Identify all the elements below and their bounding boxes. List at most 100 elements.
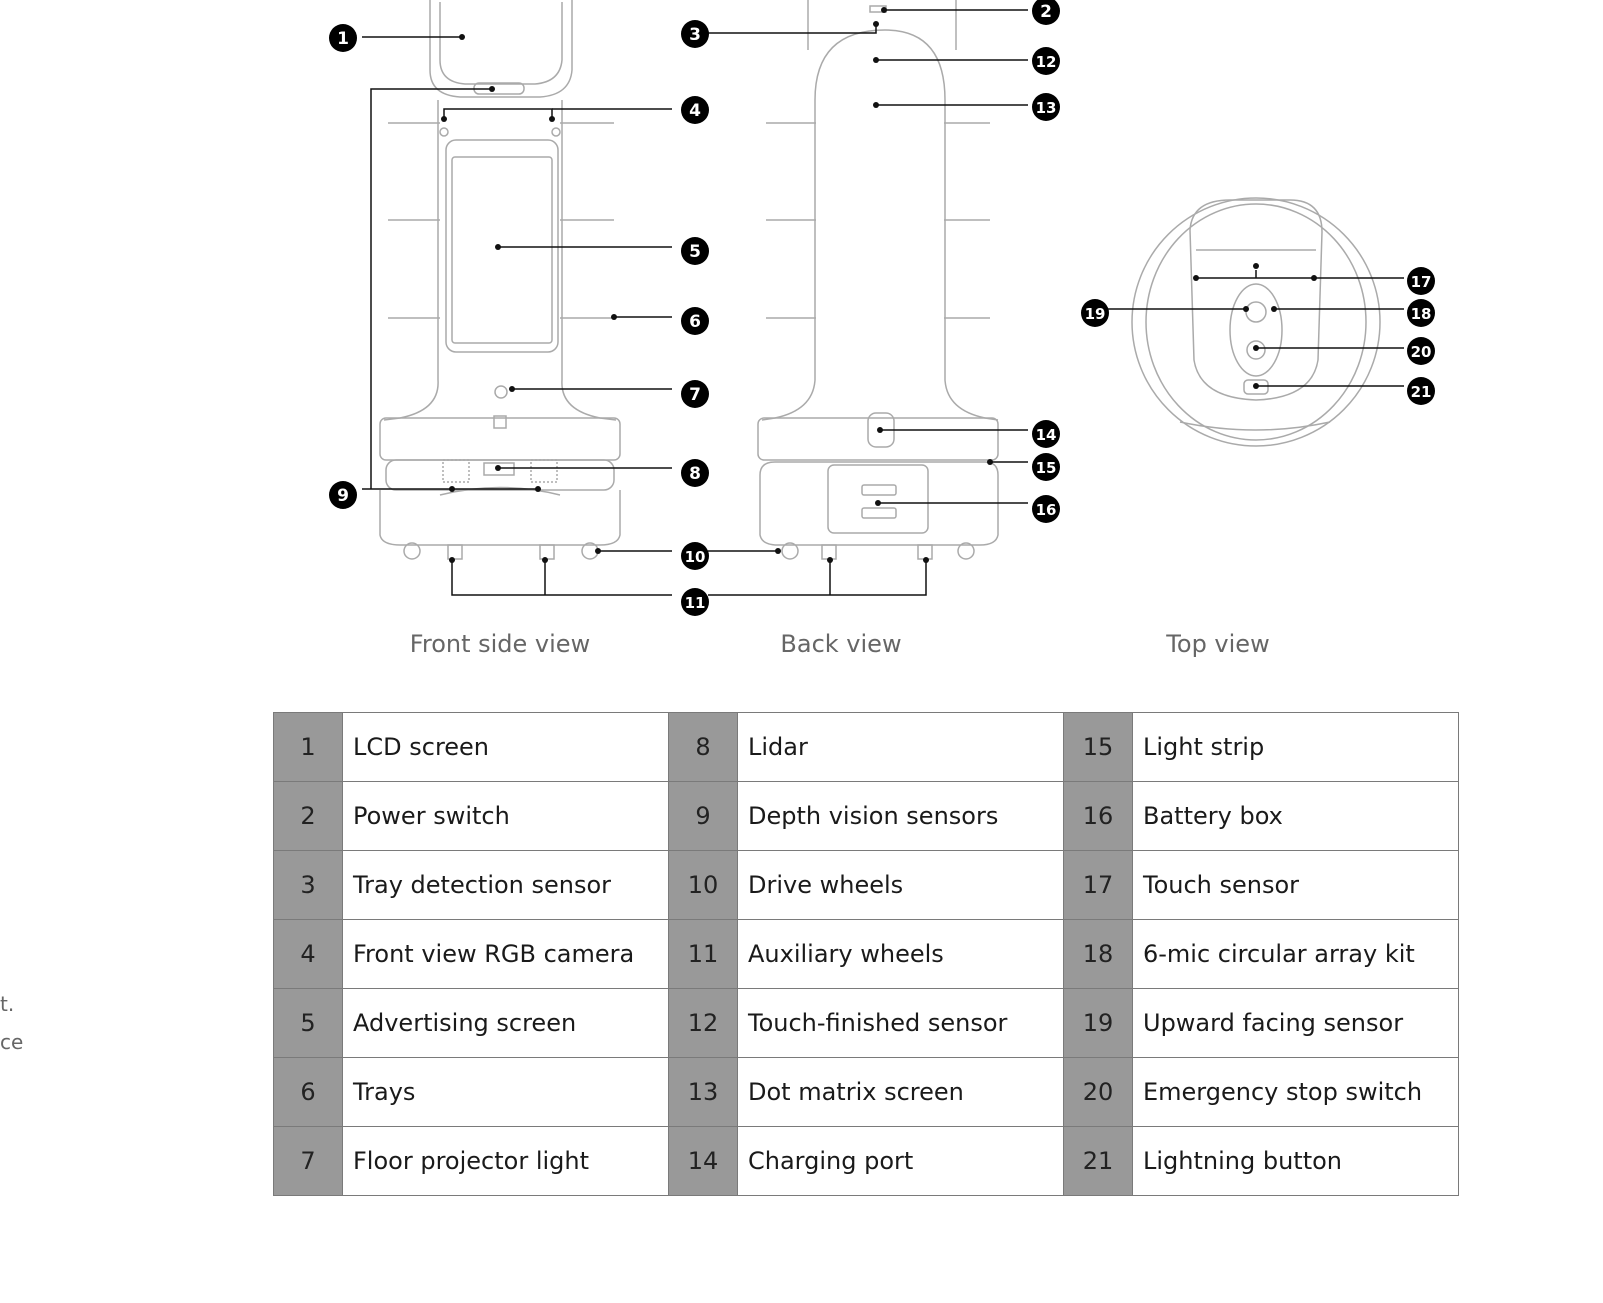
callout-number: 21	[1411, 383, 1432, 401]
callout-badge: 21	[1407, 377, 1435, 405]
callout-number: 1	[337, 29, 349, 49]
legend-number: 14	[668, 1126, 738, 1196]
legend-label: Light strip	[1132, 712, 1459, 782]
callout-number: 14	[1036, 426, 1057, 444]
front-view-label: Front side view	[409, 630, 591, 658]
callout-badge: 7	[681, 380, 709, 408]
legend-label: Battery box	[1132, 781, 1459, 851]
callout-badge: 8	[681, 459, 709, 487]
legend-number: 17	[1063, 850, 1133, 920]
callout-number: 8	[689, 464, 701, 484]
back-view-label: Back view	[780, 630, 902, 658]
callout-number: 2	[1040, 2, 1052, 22]
callout-number: 3	[689, 25, 701, 45]
legend-label: Emergency stop switch	[1132, 1057, 1459, 1127]
legend-number: 4	[273, 919, 343, 989]
callout-badge: 4	[681, 96, 709, 124]
legend-number: 20	[1063, 1057, 1133, 1127]
callout-badge: 19	[1081, 299, 1109, 327]
legend-number: 19	[1063, 988, 1133, 1058]
callout-badge: 5	[681, 237, 709, 265]
callout-badge: 18	[1407, 299, 1435, 327]
callout-number: 7	[689, 385, 701, 405]
callout-number: 20	[1411, 343, 1432, 361]
front-robot-illustration	[379, 0, 621, 560]
legend-label: LCD screen	[342, 712, 669, 782]
legend-label: Power switch	[342, 781, 669, 851]
legend-number: 18	[1063, 919, 1133, 989]
legend-number: 11	[668, 919, 738, 989]
legend-label: Lidar	[737, 712, 1064, 782]
callout-badge: 13	[1032, 93, 1060, 121]
legend-label: Dot matrix screen	[737, 1057, 1064, 1127]
callout-badge: 10	[681, 542, 709, 570]
top-robot-illustration	[1131, 197, 1381, 447]
legend-number: 2	[273, 781, 343, 851]
callout-badge: 9	[329, 481, 357, 509]
legend-label: Trays	[342, 1057, 669, 1127]
callout-number: 9	[337, 486, 349, 506]
leader-dots	[441, 7, 1317, 563]
legend-number: 10	[668, 850, 738, 920]
callout-number: 4	[689, 101, 701, 121]
callout-badge: 14	[1032, 420, 1060, 448]
clipped-side-text: ce	[0, 1030, 24, 1054]
callout-badge: 15	[1032, 453, 1060, 481]
legend-number: 16	[1063, 781, 1133, 851]
callout-number: 17	[1411, 273, 1432, 291]
legend-label: Auxiliary wheels	[737, 919, 1064, 989]
legend-label: Depth vision sensors	[737, 781, 1064, 851]
legend-number: 6	[273, 1057, 343, 1127]
legend-number: 12	[668, 988, 738, 1058]
callout-badge: 16	[1032, 495, 1060, 523]
legend-number: 7	[273, 1126, 343, 1196]
callout-badge: 2	[1032, 0, 1060, 25]
legend-label: Upward facing sensor	[1132, 988, 1459, 1058]
callout-number: 6	[689, 312, 701, 332]
back-robot-illustration	[757, 0, 999, 560]
callout-number: 19	[1085, 305, 1106, 323]
legend-number: 5	[273, 988, 343, 1058]
callout-badge: 20	[1407, 337, 1435, 365]
callout-badge: 6	[681, 307, 709, 335]
callout-badge: 11	[681, 588, 709, 616]
legend-number: 8	[668, 712, 738, 782]
legend-number: 9	[668, 781, 738, 851]
legend-number: 3	[273, 850, 343, 920]
legend-label: Charging port	[737, 1126, 1064, 1196]
legend-label: Front view RGB camera	[342, 919, 669, 989]
callout-badge: 12	[1032, 47, 1060, 75]
leader-lines	[362, 9, 1404, 596]
legend-label: Lightning button	[1132, 1126, 1459, 1196]
callout-number: 11	[685, 594, 706, 612]
clipped-side-text: t.	[0, 992, 15, 1016]
legend-label: Drive wheels	[737, 850, 1064, 920]
callout-number: 18	[1411, 305, 1432, 323]
legend-label: Tray detection sensor	[342, 850, 669, 920]
top-view-label: Top view	[1166, 630, 1270, 658]
legend-label: Advertising screen	[342, 988, 669, 1058]
callout-badge: 1	[329, 24, 357, 52]
callout-number: 5	[689, 242, 701, 262]
legend-number: 1	[273, 712, 343, 782]
callout-number: 10	[685, 548, 706, 566]
legend-number: 15	[1063, 712, 1133, 782]
callout-number: 12	[1036, 53, 1057, 71]
callout-badge: 17	[1407, 267, 1435, 295]
callout-number: 16	[1036, 501, 1057, 519]
legend-label: Floor projector light	[342, 1126, 669, 1196]
legend-number: 21	[1063, 1126, 1133, 1196]
legend-number: 13	[668, 1057, 738, 1127]
legend-label: Touch-finished sensor	[737, 988, 1064, 1058]
callout-badge: 3	[681, 20, 709, 48]
legend-label: Touch sensor	[1132, 850, 1459, 920]
